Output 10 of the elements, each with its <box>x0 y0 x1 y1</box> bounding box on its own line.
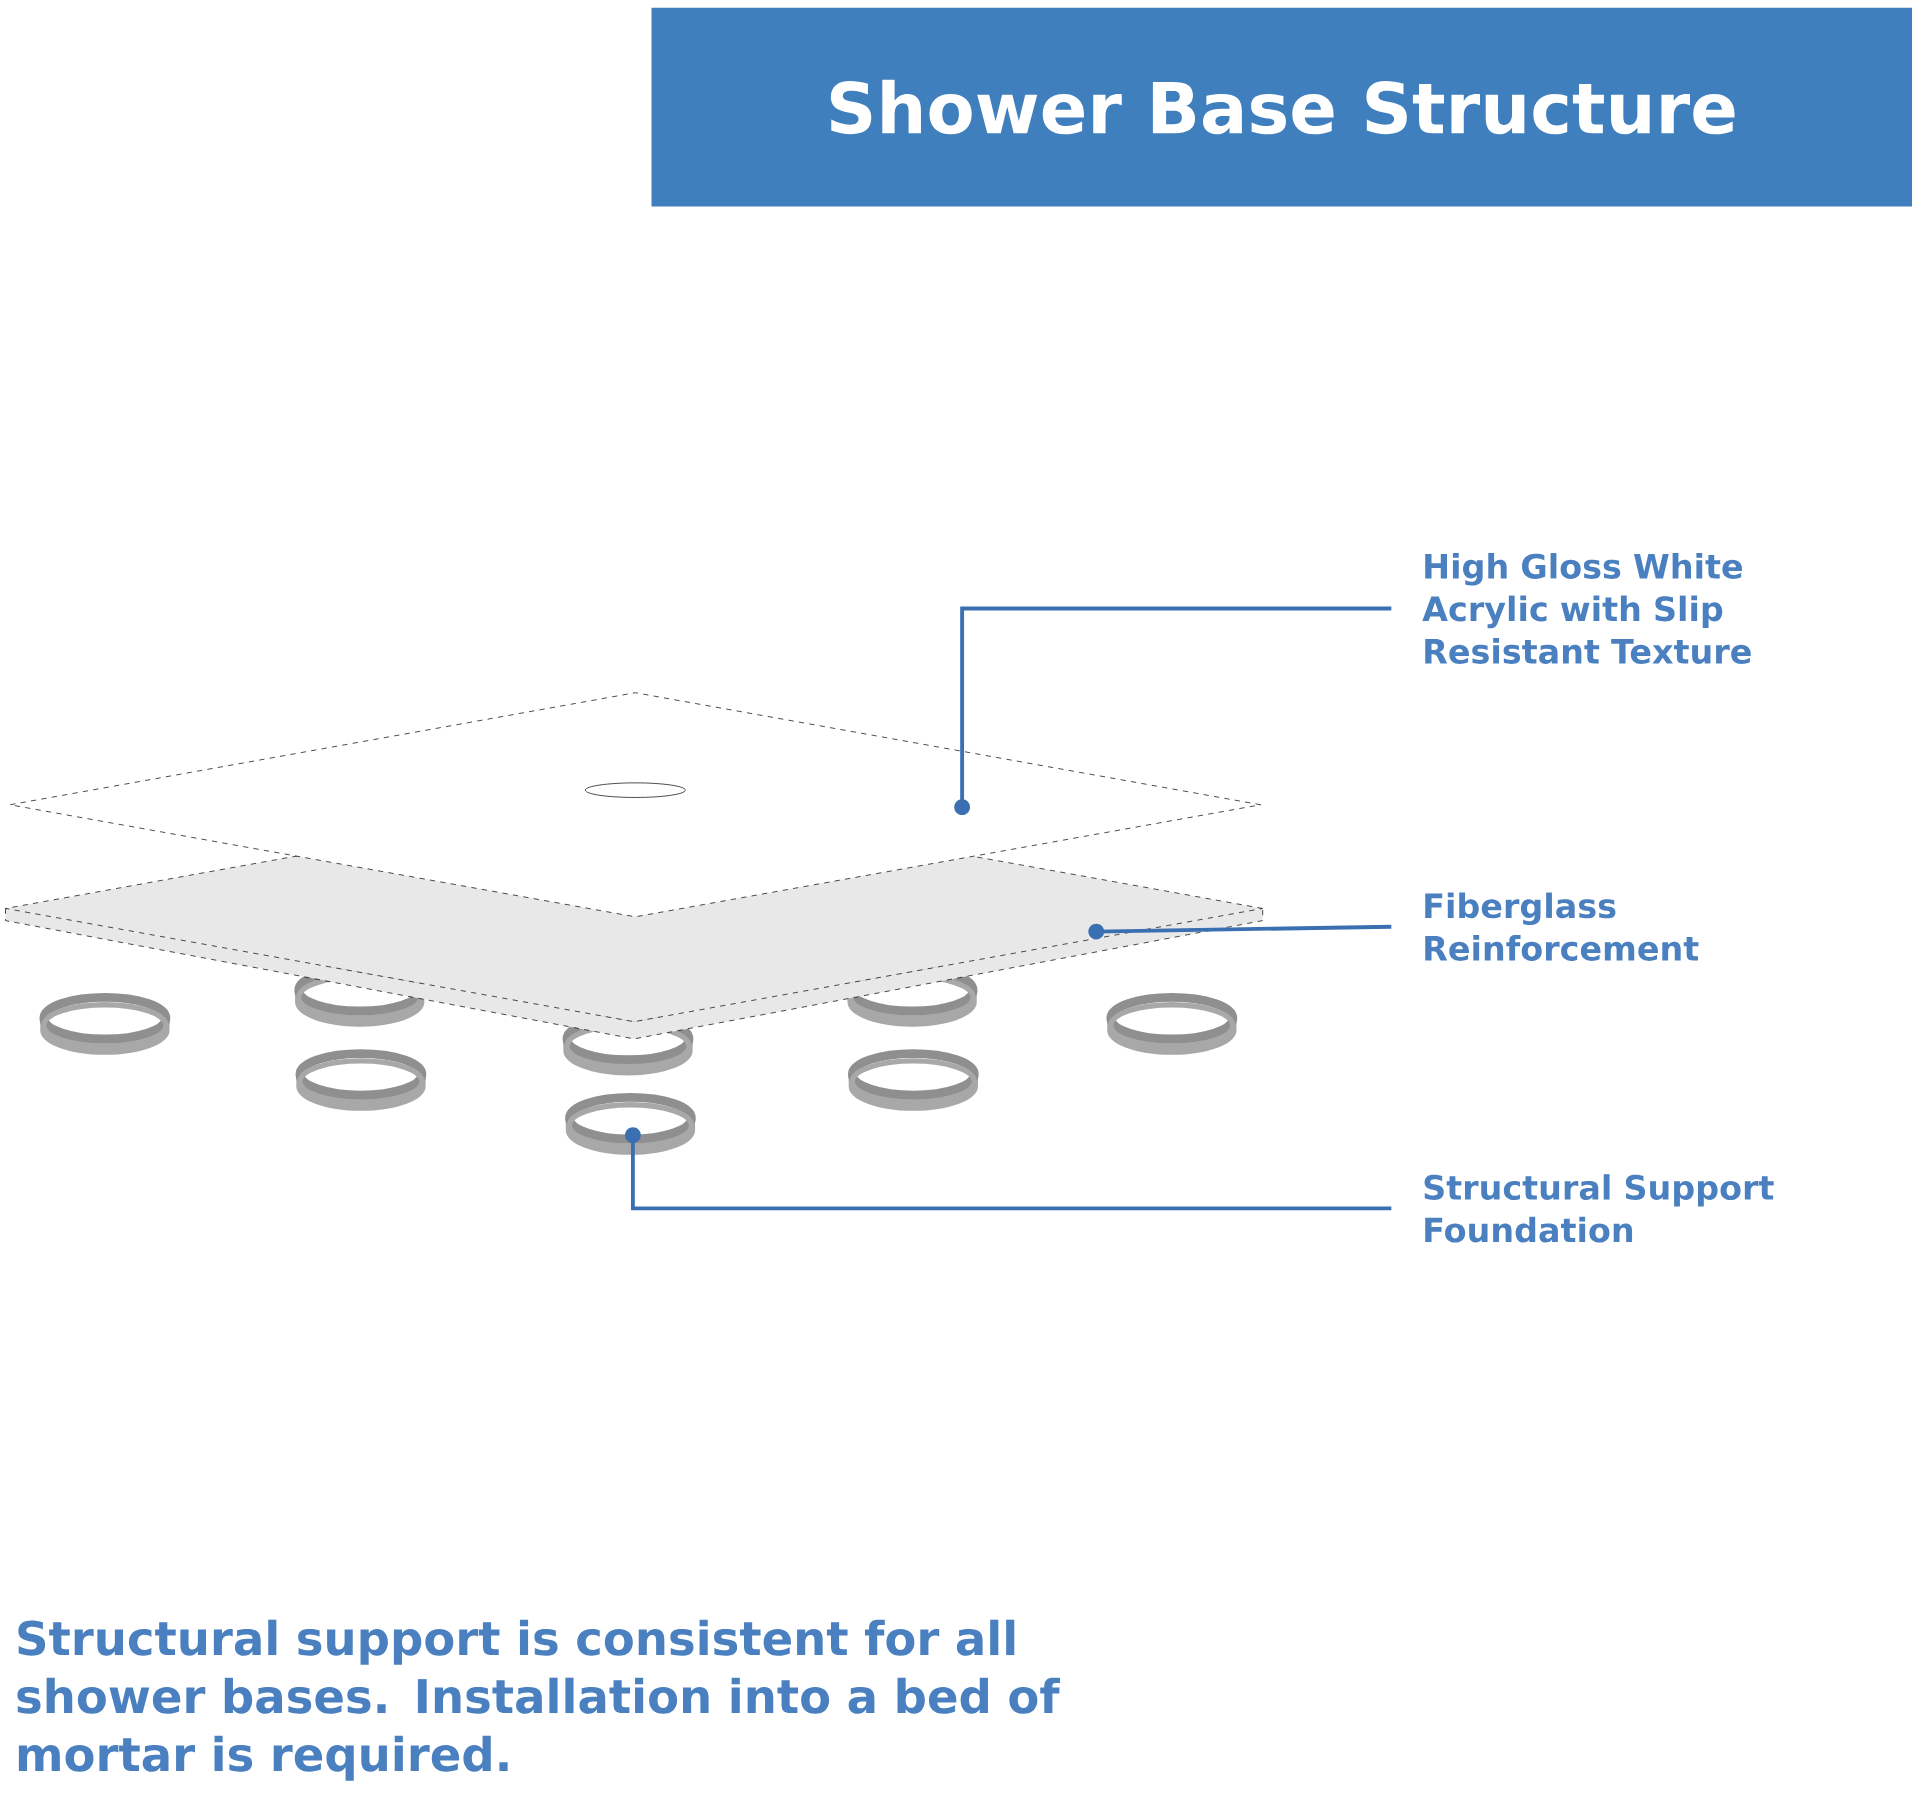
title-banner: Shower Base Structure <box>651 7 1912 207</box>
leader-line <box>625 1127 1392 1211</box>
callout-label: Structural Support Foundation <box>1424 1174 1774 1243</box>
acrylic-sheet <box>9 692 1262 918</box>
caption: Structural support is consistent for all shower bases. Installation into a bed of mortar is required. <box>17 1619 1060 1781</box>
leader-line <box>954 606 1392 816</box>
callout-label: High Gloss White Acrylic with Slip Resistant Texture <box>1422 553 1751 664</box>
leader-line <box>1088 923 1392 940</box>
callout-label: Fiberglass Reinforcement <box>1425 892 1699 961</box>
support-ring <box>565 1093 696 1155</box>
